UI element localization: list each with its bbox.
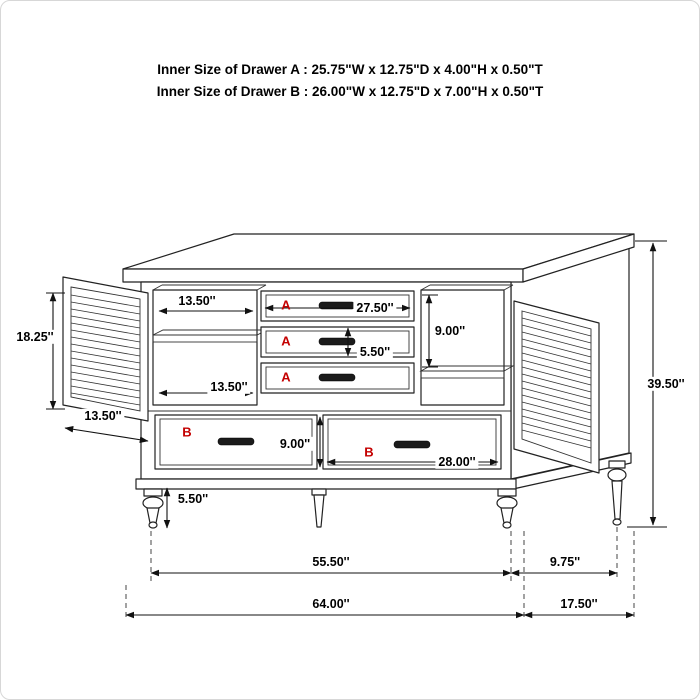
right-door [513,300,600,474]
left-door-louvers [70,294,141,406]
dim-label-overall-depth: 17.50'' [557,596,601,612]
drawer-a-inner-size-text: Inner Size of Drawer A : 25.75"W x 12.75… [157,62,543,77]
drawer-a1-letter: A [281,297,291,313]
cabinet-top-front-edge [122,268,524,283]
center-rear-leg [311,488,327,528]
dim-label-door-height: 18.25'' [13,329,57,345]
drawer-a3-letter: A [281,369,291,385]
drawer-b2-letter: B [364,444,374,460]
dim-label-right-opening-height: 9.00'' [431,323,469,339]
dim-label-top-shelf-width: 13.50'' [175,293,219,309]
right-compartment [419,284,515,406]
dim-label-drawer-a-width: 27.50'' [353,300,397,316]
right-opening [420,289,505,406]
dim-label-drawer-b-width: 28.00'' [435,454,479,470]
drawer-b1-handle [217,437,255,446]
drawer-a3-handle [318,373,356,382]
dim-label-leg-height: 5.50'' [174,491,212,507]
dim-label-door-width: 13.50'' [81,408,125,424]
drawer-a3 [260,362,415,394]
dim-label-leg-depth-offset: 9.75'' [546,554,584,570]
left-door [62,276,149,422]
drawer-a2-handle [318,337,356,346]
dim-label-drawer-b-front-height: 9.00'' [276,436,314,452]
dim-label-drawer-a-front-height: 5.50'' [356,344,394,360]
right-shelf-edge [420,370,505,379]
drawer-a2-letter: A [281,333,291,349]
rear-right-leg [607,460,627,526]
dim-label-overall-width: 64.00'' [309,596,353,612]
drawer-b1-letter: B [182,424,192,440]
dim-door-width-arrow [64,426,149,443]
drawer-b-inner-size-text: Inner Size of Drawer B : 26.00"W x 12.75… [156,84,544,100]
dim-label-overall-height: 39.50'' [644,376,688,392]
dim-label-front-leg-span: 55.50'' [309,554,353,570]
cabinet-top-right-edge [522,233,635,283]
front-left-leg [142,488,164,529]
drawer-b2-handle [393,440,431,449]
front-right-leg [496,488,518,529]
dimension-arrows [46,240,667,619]
drawer-inner-size-note: Inner Size of Drawer A : 25.75"W x 12.75… [1,59,699,104]
base-molding-front [135,478,517,490]
left-shelf-edge [152,334,258,343]
right-door-louvers [521,317,592,449]
dim-label-lower-shelf-width: 13.50'' [207,379,251,395]
